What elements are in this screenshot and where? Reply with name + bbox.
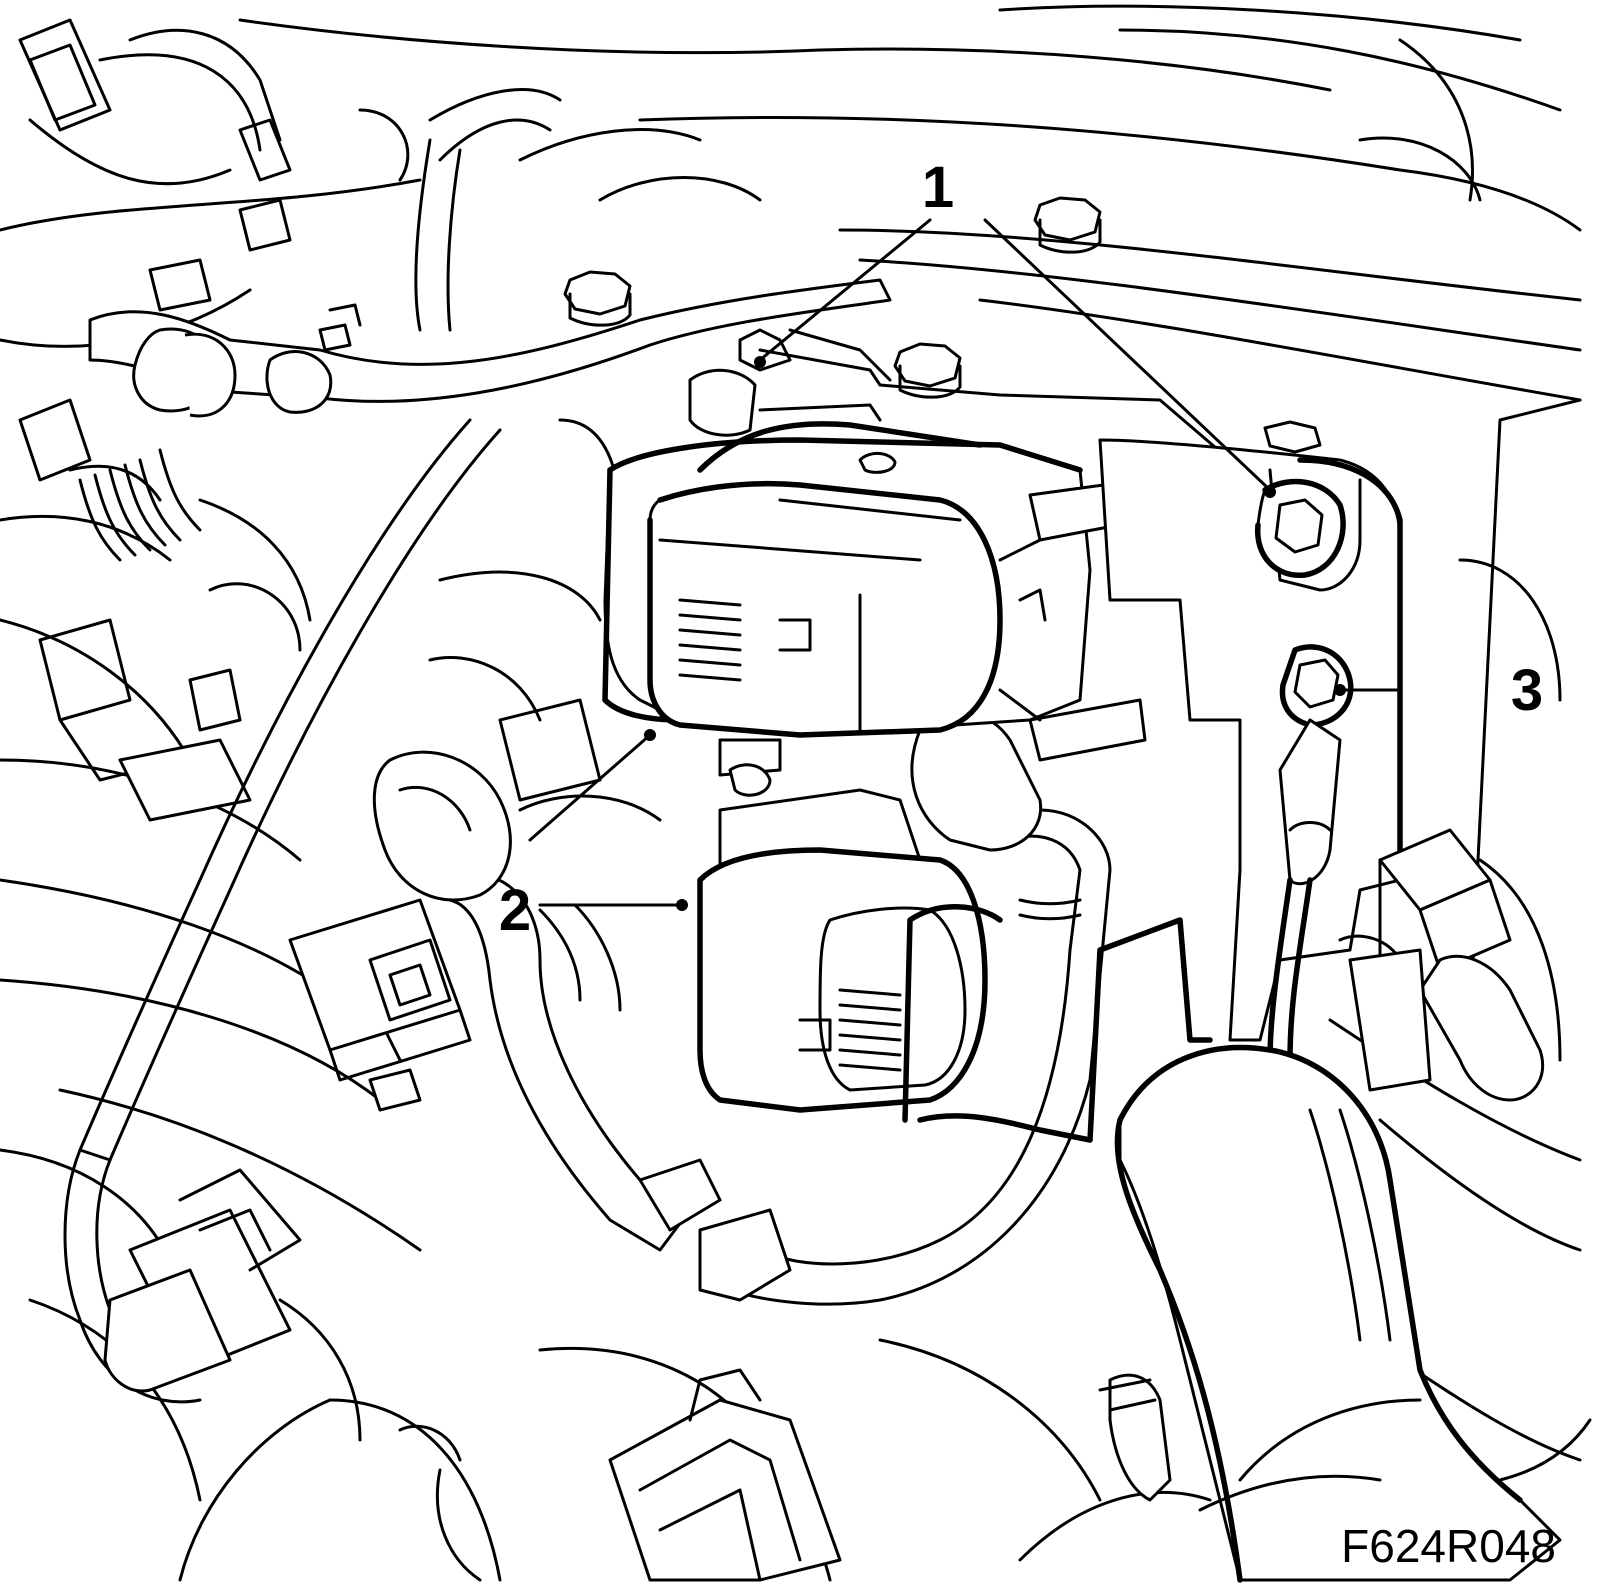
callout-label-2: 2 [499, 878, 531, 943]
bottom-left-connector [103, 1168, 362, 1442]
coil-vacuum-hose [698, 710, 1112, 1306]
right-connector [1338, 828, 1545, 1102]
top-left-hoses [18, 18, 562, 332]
leader-1-right [983, 218, 1272, 492]
mounting-bracket [1098, 438, 1403, 1063]
diagonal-cable [63, 418, 502, 1404]
leader-dot [676, 899, 688, 911]
leader-2-upper [528, 733, 652, 842]
leader-dot [754, 356, 766, 368]
engine-background [0, 4, 1592, 1582]
engine-bolts [563, 196, 1322, 454]
callout-label-1: 1 [922, 155, 954, 220]
callout-leaders [528, 218, 1402, 911]
lower-connector-block [288, 898, 472, 1112]
leader-1-left [758, 218, 932, 362]
ignition-coil-assembly [602, 328, 1232, 1143]
bottom-center-connector [608, 1368, 842, 1582]
wiring-harness [1098, 1044, 1562, 1583]
leader-dot [644, 729, 656, 741]
left-connectors [18, 398, 312, 822]
leader-dot [1264, 486, 1276, 498]
lower-left-hose [372, 750, 722, 1252]
figure-code: F624R048 [1341, 1520, 1556, 1572]
upper-coolant-hose [88, 278, 892, 418]
callout-label-3: 3 [1511, 658, 1543, 723]
leader-dot [1334, 684, 1346, 696]
